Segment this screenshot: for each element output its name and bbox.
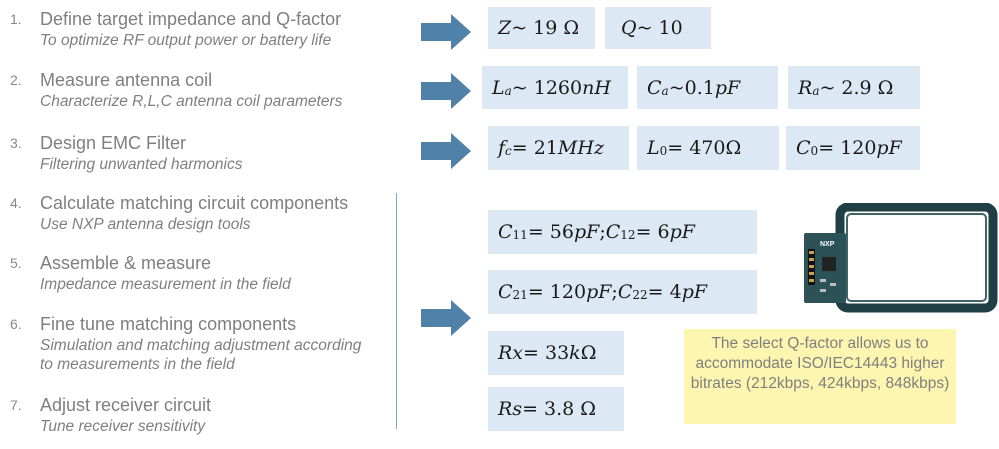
step-subtitle: Characterize R,L,C antenna coil paramete… [40, 92, 342, 111]
step-subtitle: Filtering unwanted harmonics [40, 155, 242, 174]
math-value: ~ 10 [637, 17, 683, 39]
board-logo: NXP [820, 241, 835, 248]
step-title: Fine tune matching components [40, 314, 296, 335]
step-number: 1. [10, 11, 22, 27]
math-symbol: C [796, 137, 811, 159]
math-value: ~ 19 Ω [511, 17, 579, 39]
math-unit: pF [586, 281, 611, 303]
math-symbol: C [606, 221, 621, 243]
math-value: ~ 2.9 Ω [819, 77, 893, 99]
math-unit: pF [715, 77, 740, 99]
step-number: 6. [10, 316, 22, 332]
right-arrow-icon [421, 14, 471, 50]
math-subscript: a [505, 84, 512, 98]
math-subscript: 12 [620, 228, 635, 242]
antenna-board-illustration: NXP [800, 203, 998, 313]
right-arrow-icon [421, 300, 471, 336]
math-symbol: f [498, 137, 505, 159]
step-title: Calculate matching circuit components [40, 193, 348, 214]
step-subtitle: Use NXP antenna design tools [40, 215, 251, 234]
math-subscript: 22 [632, 288, 647, 302]
section-divider [396, 193, 397, 429]
math-symbol: R [798, 77, 812, 99]
math-value: = 4 [648, 281, 682, 303]
math-value: = 470Ω [667, 137, 741, 159]
step-title: Assemble & measure [40, 253, 211, 274]
math-symbol: C [498, 281, 513, 303]
math-value: = 6 [636, 221, 670, 243]
math-symbol: Z [498, 17, 511, 39]
math-subscript: a [812, 84, 819, 98]
math-value: = 120 [528, 281, 586, 303]
step-title: Define target impedance and Q-factor [40, 9, 341, 30]
math-value: = 120 [818, 137, 876, 159]
step-number: 5. [10, 255, 22, 271]
math-symbol: L [647, 137, 660, 159]
right-arrow-icon [421, 73, 471, 109]
math-value: = 21 [512, 137, 558, 159]
math-unit: MHz [558, 137, 604, 159]
step-subtitle: Simulation and matching adjustment accor… [40, 336, 370, 374]
right-arrow-icon [421, 133, 471, 169]
math-value: ~0.1 [669, 77, 715, 99]
receiver-rs-box: Rs = 3.8 Ω [488, 387, 624, 431]
step-title: Adjust receiver circuit [40, 395, 211, 416]
step-subtitle: To optimize RF output power or battery l… [40, 31, 331, 50]
q-factor-note: The select Q-factor allows us to accommo… [684, 329, 956, 424]
math-unit-tail: Ω [581, 342, 597, 364]
step-number: 7. [10, 397, 22, 413]
math-value: ~ 1260 [512, 77, 582, 99]
math-subscript: 11 [513, 228, 528, 242]
math-subscript: 21 [513, 288, 528, 302]
impedance-target-box: Z ~ 19 Ω [488, 7, 595, 49]
math-symbol: Rs [498, 398, 522, 420]
math-symbol: Rx [498, 342, 523, 364]
math-subscript: a [662, 84, 669, 98]
math-unit: pF [670, 221, 695, 243]
math-subscript: 0 [660, 144, 668, 158]
step-number: 2. [10, 72, 22, 88]
math-subscript: 0 [811, 144, 819, 158]
math-value: = 56 [528, 221, 574, 243]
math-subscript: c [505, 144, 512, 158]
math-symbol: C [618, 281, 633, 303]
step-subtitle: Impedance measurement in the field [40, 275, 291, 294]
math-symbol: Q [621, 17, 637, 39]
math-unit: nH [582, 77, 611, 99]
math-value: = 33 [523, 342, 569, 364]
step-number: 3. [10, 135, 22, 151]
math-unit: pF [682, 281, 707, 303]
math-unit: pF [876, 137, 901, 159]
step-title: Design EMC Filter [40, 133, 186, 154]
math-unit: k [569, 342, 581, 364]
math-value: = 3.8 Ω [522, 398, 596, 420]
step-title: Measure antenna coil [40, 70, 212, 91]
q-factor-target-box: Q ~ 10 [605, 7, 711, 49]
math-symbol: C [498, 221, 513, 243]
math-symbol: L [492, 77, 505, 99]
step-subtitle: Tune receiver sensitivity [40, 417, 205, 436]
math-symbol: C [647, 77, 662, 99]
step-number: 4. [10, 195, 22, 211]
math-unit: pF [574, 221, 599, 243]
